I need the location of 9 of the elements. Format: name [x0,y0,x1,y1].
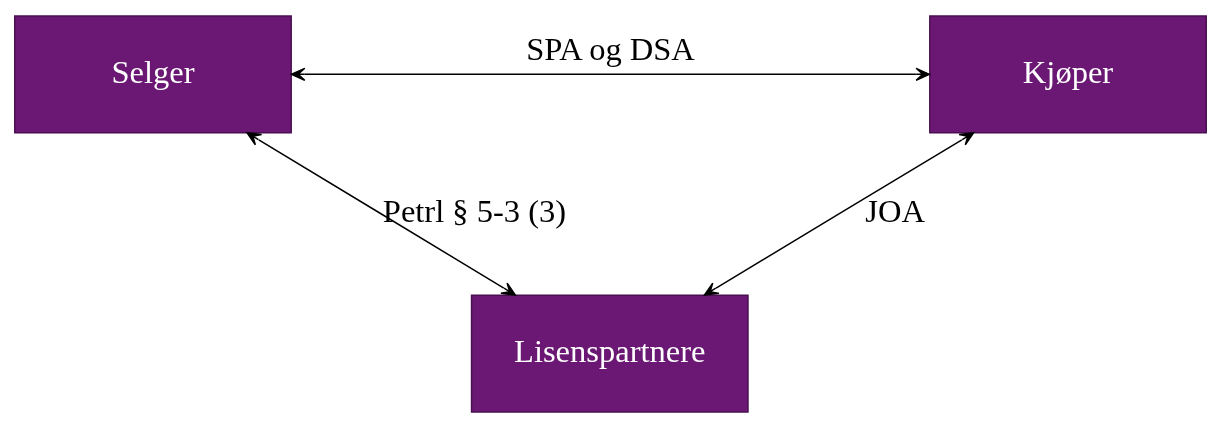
node-box: Lisenspartnere [470,294,749,413]
node-box: Kjøper [929,15,1207,134]
arrow [290,67,931,82]
edge-label: JOA [865,193,925,230]
arrow [703,132,975,296]
edge-label: SPA og DSA [526,31,695,68]
edge-label: Petrl § 5-3 (3) [382,193,567,230]
node-box: Selger [14,15,292,134]
arrow [246,132,517,296]
